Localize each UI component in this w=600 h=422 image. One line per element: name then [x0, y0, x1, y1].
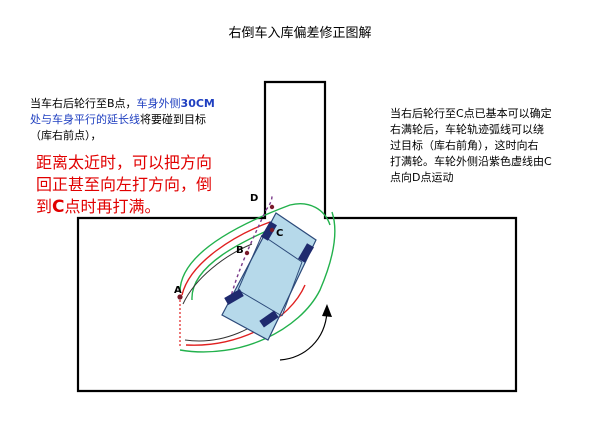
wheel-front-right — [298, 243, 314, 263]
car-roof-line-1 — [237, 234, 263, 291]
point-d-dot — [269, 204, 275, 210]
left-note-highlight-value: 30CM — [180, 97, 215, 110]
warning-line3-prefix: 到 — [36, 197, 53, 216]
warning-line1: 距离太近时，可以把方向 — [36, 153, 213, 172]
point-c-dot — [269, 227, 275, 233]
right-note-line5: 点向D点运动 — [390, 171, 454, 184]
rotation-arrowhead — [322, 304, 332, 317]
wheel-rear-left — [224, 289, 244, 305]
car — [221, 212, 317, 341]
left-note-highlight-prefix: 车身外侧 — [136, 97, 181, 110]
right-note-line3: 过目标（库右前角），这时向右 — [390, 139, 539, 152]
point-b-label: B — [236, 245, 244, 256]
purple-dashed-path — [229, 195, 273, 301]
right-note-line4: 打满轮。车轮外侧沿紫色虚线由C — [390, 155, 552, 168]
rotation-arrow — [279, 311, 328, 361]
warning-line3-rest: 点时再打满。 — [64, 197, 161, 216]
left-note-line2-highlight: 处与车身平行的延长线 — [30, 113, 140, 126]
warning-line3-point: C — [52, 197, 65, 217]
car-roof-line-2 — [281, 261, 303, 317]
right-note: 当右后轮行至C点已基本可以确定右满轮后，车轮轨迹弧线可以绕过目标（库右前角），这… — [390, 106, 580, 186]
page-title: 右倒车入库偏差修正图解 — [228, 26, 372, 41]
point-d-label: D — [250, 193, 259, 204]
garage-wall-outline — [76, 80, 518, 393]
wheel-rear-right — [259, 310, 279, 328]
left-note: 当车右后轮行至B点，车身外侧30CM 处与车身平行的延长线将要碰到目标 （库右前点）… — [30, 96, 235, 144]
left-note-line2-rest: 将要碰到目标 — [140, 113, 206, 126]
point-a-label: A — [174, 285, 182, 296]
point-a-dot — [177, 294, 183, 300]
warning-line2: 回正甚至向左打方向，倒 — [36, 175, 213, 194]
right-note-line2: 右满轮后，车轮轨迹弧线可以绕 — [390, 123, 544, 136]
point-b-dot — [244, 250, 250, 256]
right-note-line1: 当右后轮行至C点已基本可以确定 — [390, 107, 552, 120]
left-note-line3: （库右前点）， — [30, 129, 102, 142]
left-note-line1: 当车右后轮行至B点， — [30, 97, 137, 110]
car-body — [221, 212, 317, 341]
wheel-front-left — [261, 221, 277, 241]
point-c-label: C — [276, 228, 284, 239]
warning-note: 距离太近时，可以把方向回正甚至向左打方向，倒到C点时再打满。 — [36, 152, 251, 218]
